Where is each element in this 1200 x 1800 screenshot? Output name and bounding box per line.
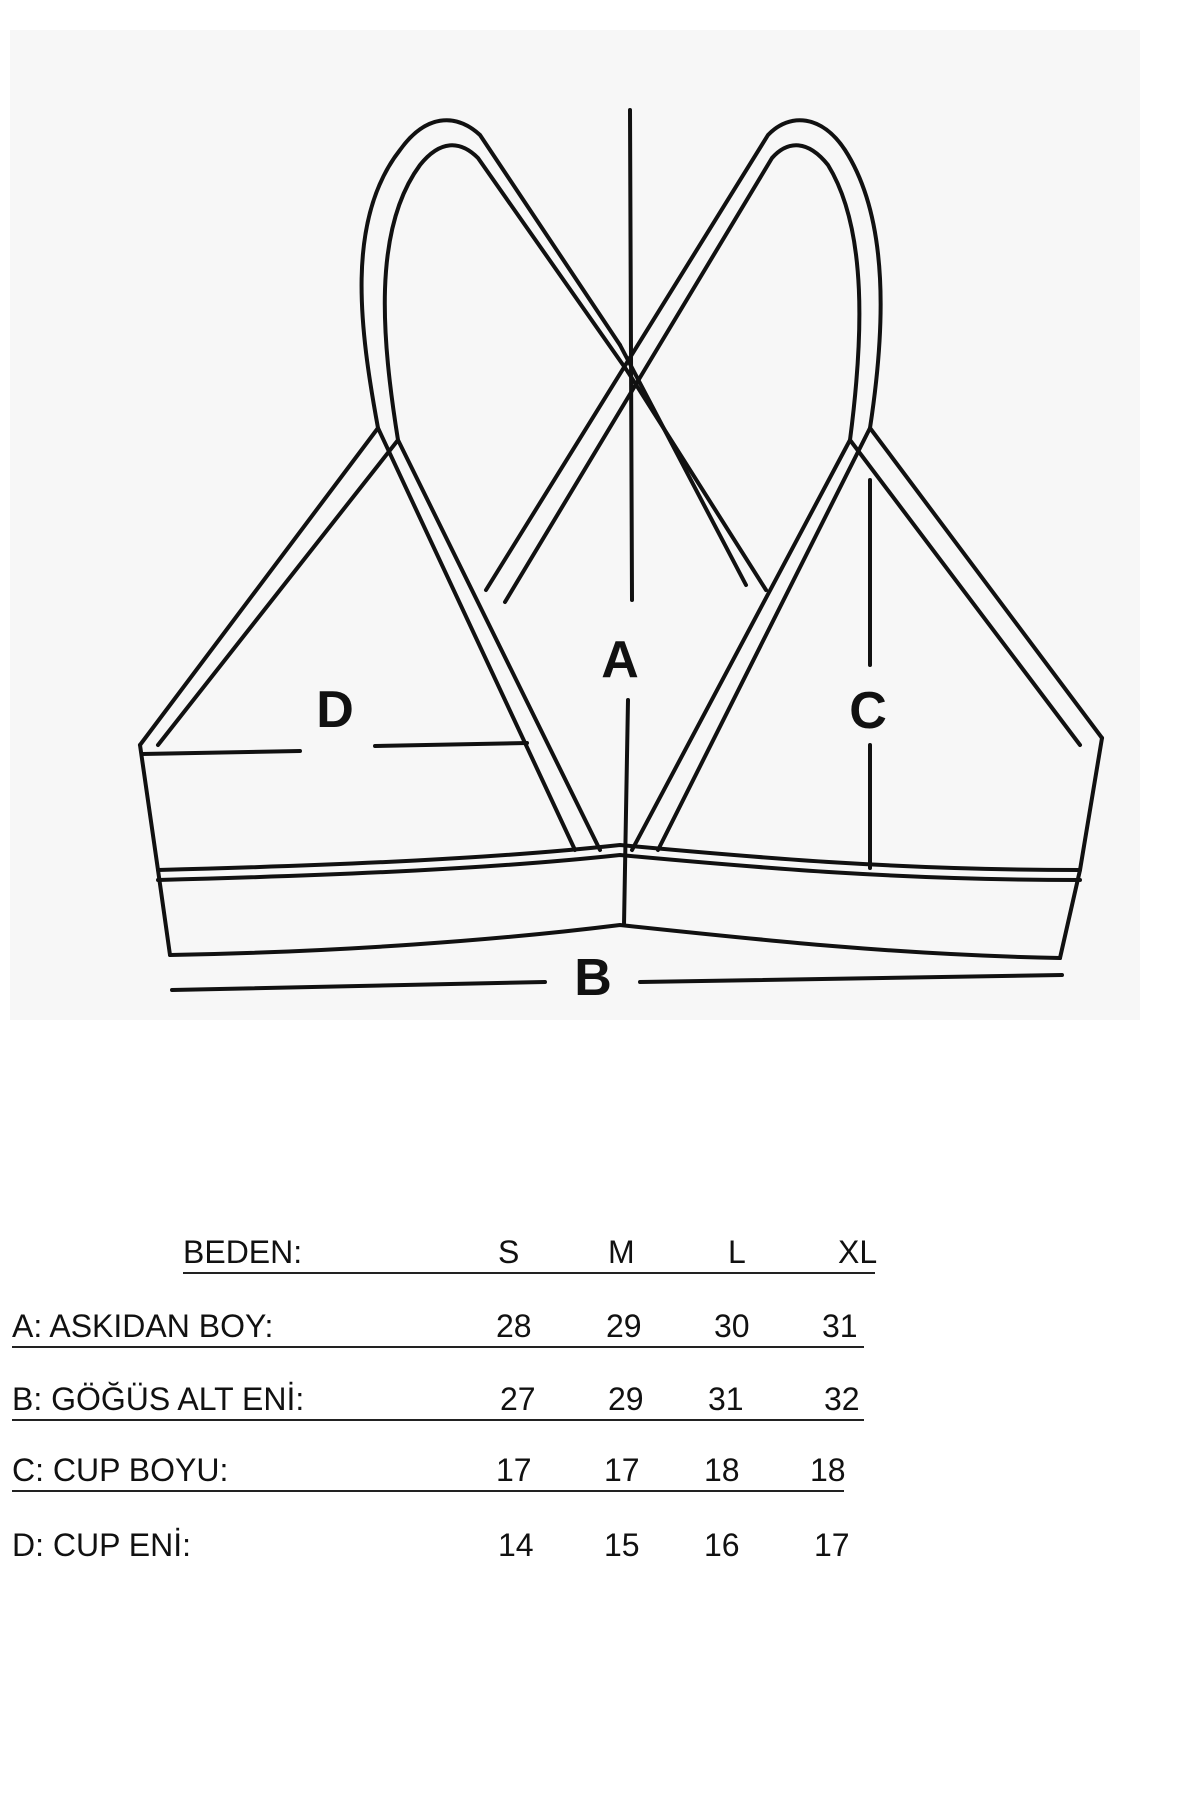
row-b-xl: 32: [824, 1381, 860, 1417]
size-header-l: L: [728, 1234, 746, 1270]
row-d-label: D: CUP ENİ:: [12, 1527, 191, 1563]
size-header-label: BEDEN:: [183, 1234, 303, 1270]
right-cup-strap-a: [630, 438, 852, 852]
left-inner-strap-lower-inner: [618, 343, 748, 587]
row-c-m: 17: [604, 1452, 640, 1488]
row-a-label: A: ASKIDAN BOY:: [12, 1308, 274, 1344]
row-b-rule: [12, 1419, 864, 1421]
row-b-s: 27: [500, 1381, 536, 1417]
row-a-s: 28: [496, 1308, 532, 1344]
row-a-rule: [12, 1346, 864, 1348]
right-strap-outer: [484, 118, 1104, 740]
measure-b-line-right: [638, 973, 1064, 984]
row-c-label: C: CUP BOYU:: [12, 1452, 229, 1488]
row-a-m: 29: [606, 1308, 642, 1344]
row-c-s: 17: [496, 1452, 532, 1488]
row-d-l: 16: [704, 1527, 740, 1563]
band-top: [156, 843, 1082, 872]
row-b-m: 29: [608, 1381, 644, 1417]
row-b-l: 31: [708, 1381, 744, 1417]
row-a-l: 30: [714, 1308, 750, 1344]
row-b-label: B: GÖĞÜS ALT ENİ:: [12, 1381, 305, 1417]
band-top-inner: [156, 853, 1082, 882]
measure-d-label: D: [316, 681, 354, 739]
row-c-rule: [12, 1490, 844, 1492]
header-rule: [183, 1272, 875, 1274]
row-d-xl: 17: [814, 1527, 850, 1563]
right-cup-strap-b: [656, 426, 872, 852]
measure-c-label: C: [849, 682, 887, 740]
measure-d-line-left: [140, 749, 302, 756]
row-c-l: 18: [704, 1452, 740, 1488]
measure-b-line-left: [170, 980, 547, 992]
size-header-s: S: [498, 1234, 520, 1270]
band-right-edge: [1058, 736, 1104, 960]
row-c-xl: 18: [810, 1452, 846, 1488]
right-strap-inner: [503, 143, 1082, 747]
row-d-m: 15: [604, 1527, 640, 1563]
measure-a-label: A: [601, 631, 639, 689]
left-strap-outer: [138, 118, 622, 747]
bra-measurement-diagram: A B C D: [10, 30, 1140, 1020]
left-cup-strap-a: [376, 426, 577, 852]
row-a-xl: 31: [822, 1308, 858, 1344]
band-left-edge: [138, 743, 172, 957]
measure-a-line-bottom: [622, 698, 630, 927]
left-cup-strap-b: [396, 438, 602, 852]
measure-a-line-top: [628, 108, 634, 602]
left-strap-inner: [156, 143, 630, 747]
measure-b-label: B: [574, 949, 612, 1007]
diagram-background: [10, 30, 1140, 1020]
measure-d-line-right: [373, 741, 529, 748]
band-bottom: [168, 923, 1062, 960]
size-header-m: M: [608, 1234, 635, 1270]
size-header-xl: XL: [838, 1234, 878, 1270]
row-d-s: 14: [498, 1527, 534, 1563]
